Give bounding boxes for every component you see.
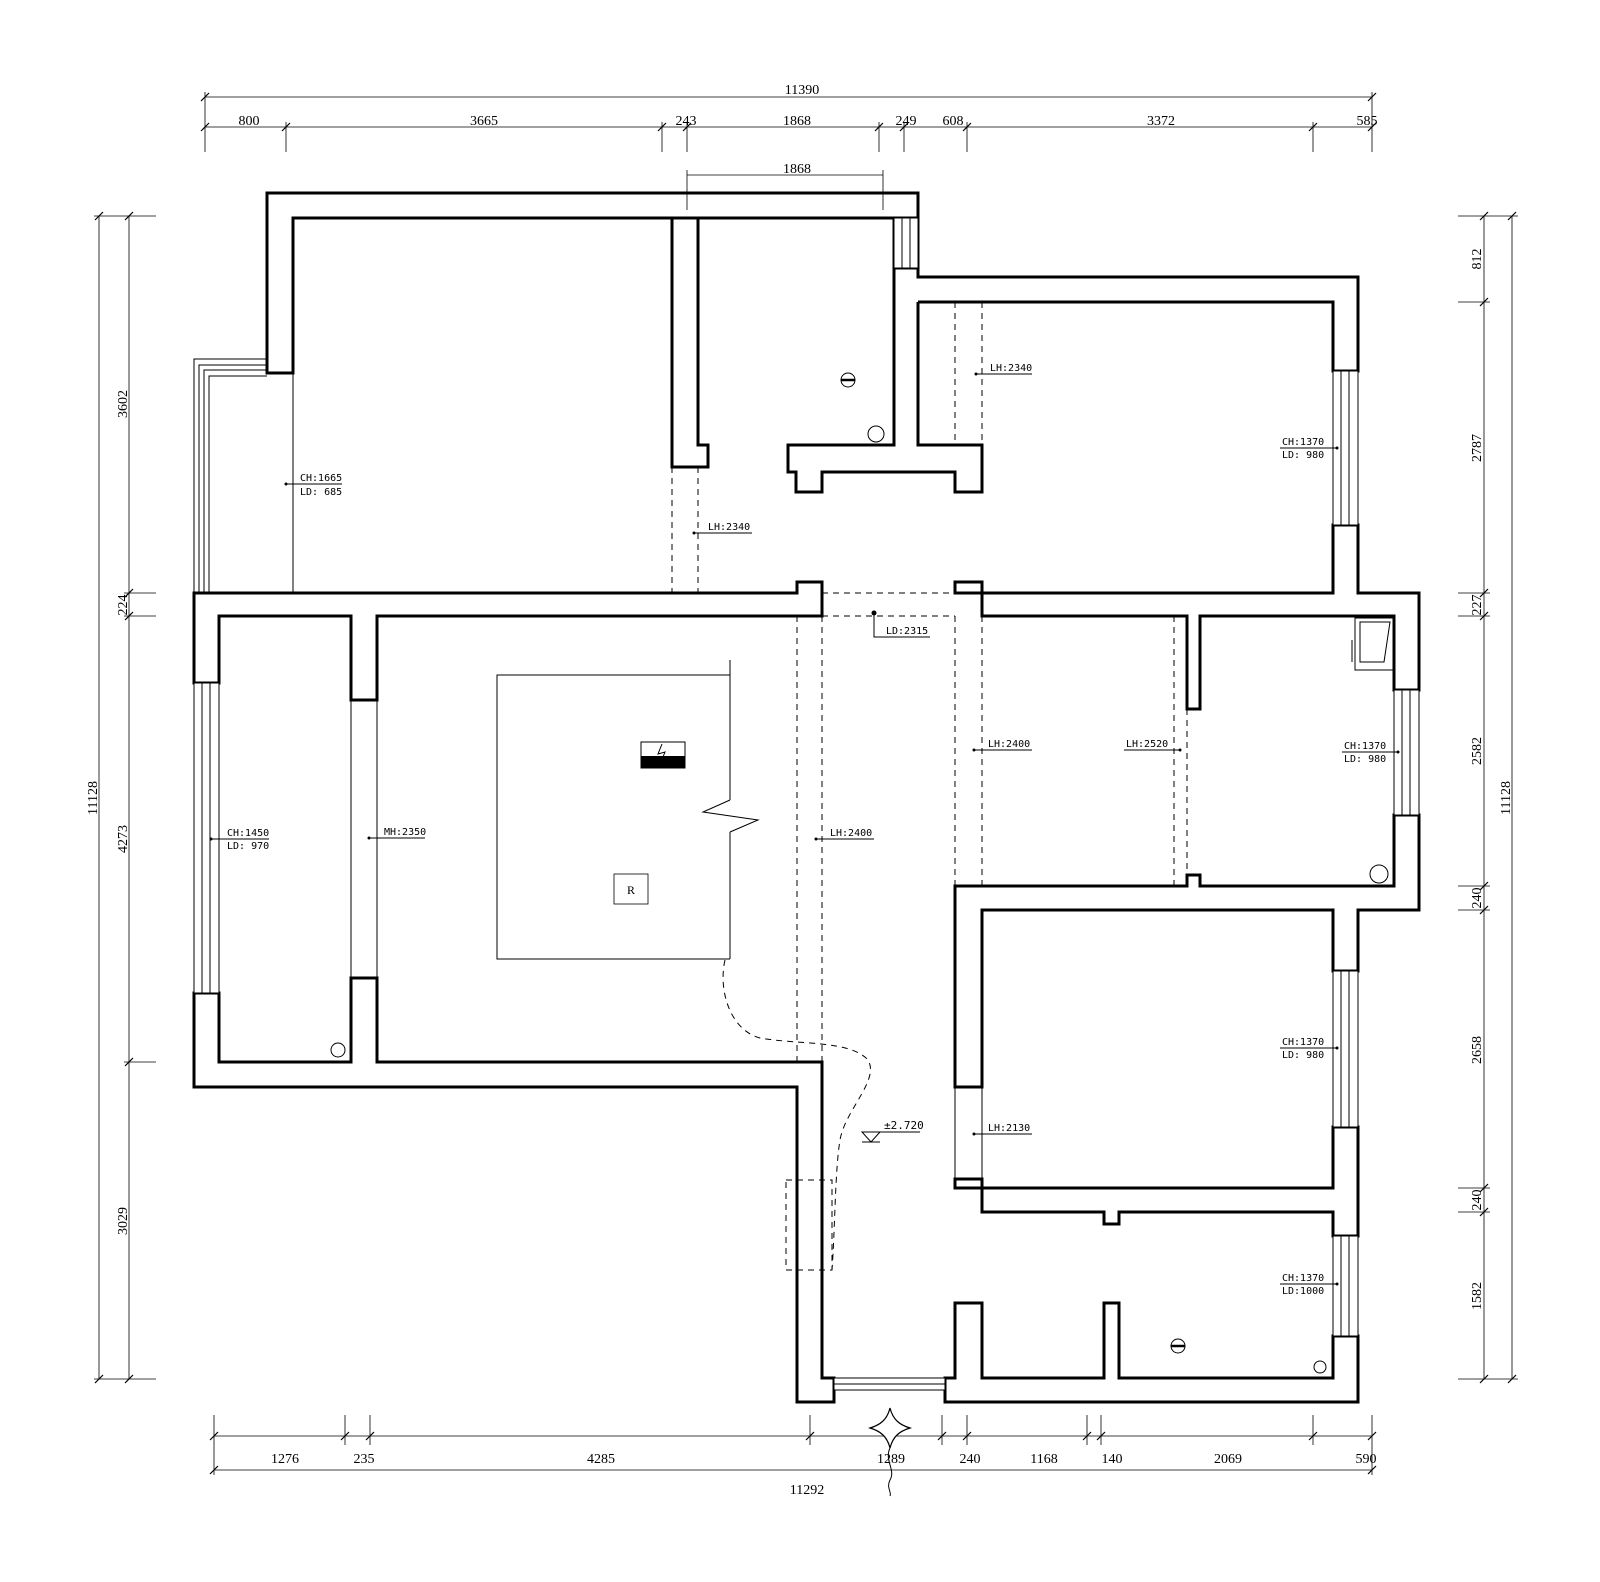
pipe-icon <box>840 372 856 388</box>
dim-bottom-1: 1276 <box>271 1452 299 1467</box>
floor-drain-icon <box>867 425 885 443</box>
dim-right-1: 812 <box>1470 249 1485 270</box>
dim-bottom-9: 590 <box>1356 1452 1377 1467</box>
dim-top-3: 243 <box>676 114 697 129</box>
dim-top-4: 1868 <box>783 114 811 129</box>
floor-drain-icon <box>1369 864 1389 884</box>
dim-right-3: 227 <box>1470 595 1485 616</box>
dim-right-total: 11128 <box>1499 781 1514 815</box>
note-ne-window-ch: CH:1370 <box>1282 437 1324 448</box>
dim-top-6: 608 <box>943 114 964 129</box>
windows <box>193 217 1420 1391</box>
note-kitchen-window-ld: LD: 980 <box>1344 754 1386 765</box>
dim-top-7: 3372 <box>1147 114 1175 129</box>
dim-left-2: 224 <box>116 595 131 616</box>
dim-left-4: 3029 <box>116 1207 131 1235</box>
note-bath-window-ch: CH:1370 <box>1282 1273 1324 1284</box>
dim-bottom-7: 140 <box>1102 1452 1123 1467</box>
dimension-lines <box>94 92 1518 1475</box>
note-bath-window-ld: LD:1000 <box>1282 1286 1324 1297</box>
floor-drain-icon <box>1313 1360 1327 1374</box>
annotations: CH:1665 LD: 685 LH:2340 LH:2340 CH:1370 … <box>209 363 1400 1297</box>
note-entry-beam-ld: LD:2315 <box>886 626 928 637</box>
dim-top-inner: 1868 <box>783 162 811 177</box>
note-se-window-ch: CH:1370 <box>1282 1037 1324 1048</box>
fridge-icon: R <box>613 873 649 905</box>
dim-right-8: 1582 <box>1470 1282 1485 1310</box>
dim-bottom-4: 1289 <box>877 1452 905 1467</box>
dim-left-1: 3602 <box>116 390 131 418</box>
dim-bottom-8: 2069 <box>1214 1452 1242 1467</box>
note-west-door-mh: MH:2350 <box>384 827 426 838</box>
dim-bottom-total: 11292 <box>790 1483 824 1498</box>
dim-right-7: 240 <box>1470 1190 1485 1211</box>
openings <box>292 302 1188 1271</box>
dim-top-8: 585 <box>1357 114 1378 129</box>
dim-top-5: 249 <box>896 114 917 129</box>
note-ne-window-ld: LD: 980 <box>1282 450 1324 461</box>
level-mark-icon <box>860 1131 920 1143</box>
note-west-window-ld: LD: 970 <box>227 841 269 852</box>
walls <box>192 191 1421 1404</box>
dim-right-6: 2658 <box>1470 1036 1485 1064</box>
fixtures: R <box>330 372 1394 1497</box>
dim-left-total: 11128 <box>86 781 101 815</box>
dim-right-4: 2582 <box>1470 737 1485 765</box>
dim-bottom-5: 240 <box>960 1452 981 1467</box>
pipe-icon <box>1170 1338 1186 1354</box>
electric-panel-icon <box>640 741 686 769</box>
dim-bottom-6: 1168 <box>1030 1452 1057 1467</box>
dim-top-2: 3665 <box>470 114 498 129</box>
dim-right-5: 240 <box>1470 888 1485 909</box>
fridge-label: R <box>627 883 635 897</box>
note-dining-opening-b: LH:2520 <box>1126 739 1168 750</box>
note-corridor-lh: LH:2340 <box>708 522 750 533</box>
boiler-icon <box>1351 617 1394 671</box>
top-dim-ticks <box>200 122 1377 152</box>
note-se-opening-lh: LH:2130 <box>988 1123 1030 1134</box>
note-level: ±2.720 <box>884 1119 924 1132</box>
entry-marker-icon <box>867 1407 913 1497</box>
dimension-labels: 11390 800 3665 243 1868 249 608 3372 585… <box>86 83 1514 1498</box>
note-hall-opening-lh: LH:2400 <box>830 828 872 839</box>
note-west-window-ch: CH:1450 <box>227 828 269 839</box>
dim-top-total: 11390 <box>785 83 819 98</box>
note-se-window-ld: LD: 980 <box>1282 1050 1324 1061</box>
dim-left-3: 4273 <box>116 825 131 853</box>
note-nw-window-ld: LD: 685 <box>300 487 342 498</box>
note-kitchen-window-ch: CH:1370 <box>1344 741 1386 752</box>
dim-bottom-3: 4285 <box>587 1452 615 1467</box>
dim-top-1: 800 <box>239 114 260 129</box>
note-nw-window-ch: CH:1665 <box>300 473 342 484</box>
left-dim-ticks <box>124 211 156 1384</box>
note-dining-opening-a: LH:2400 <box>988 739 1030 750</box>
note-ne-opening-lh: LH:2340 <box>990 363 1032 374</box>
floor-drain-icon <box>330 1042 346 1058</box>
right-dim-ticks <box>1458 211 1490 1384</box>
dim-bottom-2: 235 <box>354 1452 375 1467</box>
bottom-dim-ticks <box>209 1415 1377 1475</box>
dim-right-2: 2787 <box>1470 434 1485 462</box>
